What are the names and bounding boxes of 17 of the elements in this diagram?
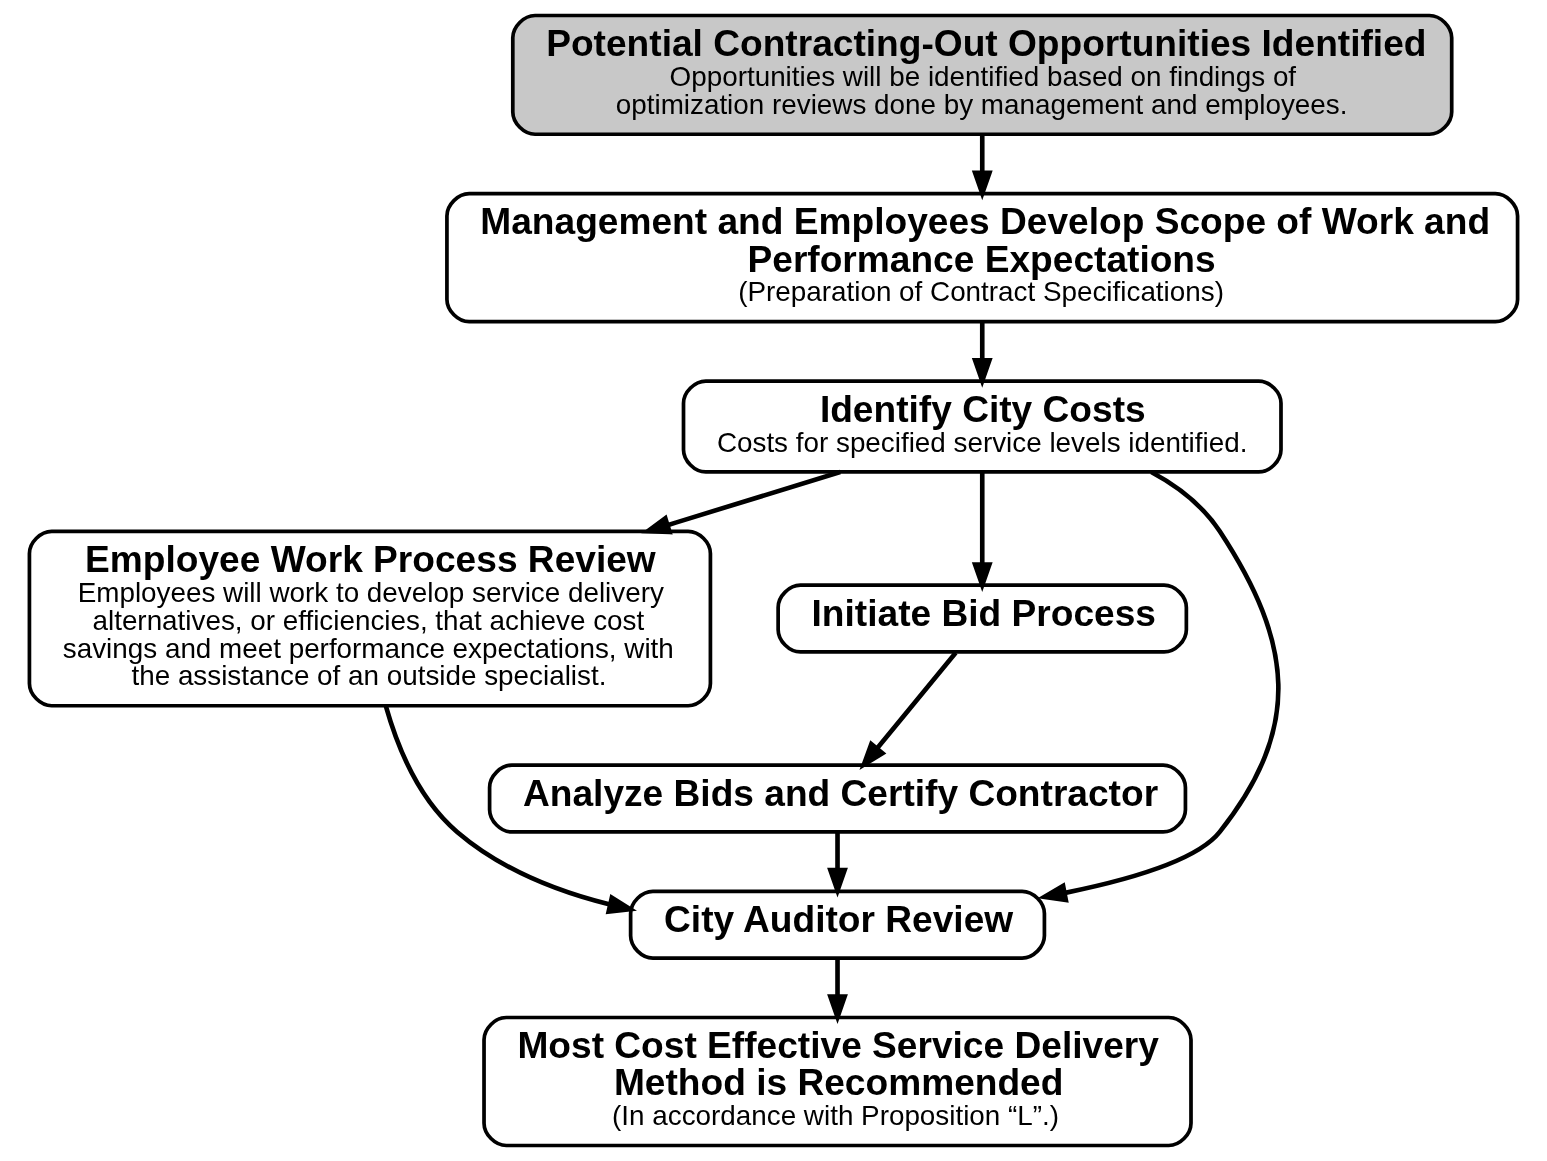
node-box: City Auditor Review <box>628 889 1047 960</box>
node-box: Initiate Bid Process <box>776 583 1189 654</box>
arrow <box>1037 470 1281 903</box>
node-box: Identify City Costs Costs for specified service levels identified. <box>681 379 1283 474</box>
node-box: Employee Work Process Review Employees will work to develop service delivery alternatives, or efficiencies, that achieve cost savings and meet performance expectations, with the assistance of an outside specialist. <box>27 529 713 708</box>
node-box: Management and Employees Develop Scope of Work and Performance Expectations (Preparation of Contract Specifications) <box>445 191 1520 324</box>
node-box: Potential Contracting-Out Opportunities Identified Opportunities will be identified based on findings of optimization reviews done by management and employees. <box>510 13 1454 137</box>
arrow <box>971 472 993 593</box>
node-box: Most Cost Effective Service Delivery Method is Recommended (In accordance with Proposition “L”.) <box>482 1015 1193 1148</box>
arrow <box>827 958 848 1025</box>
arrow <box>971 134 993 201</box>
arrow <box>827 832 848 898</box>
node-box: Analyze Bids and Certify Contractor <box>487 763 1188 834</box>
arrow <box>641 469 841 535</box>
arrow <box>859 651 958 770</box>
arrow <box>971 321 993 388</box>
arrow <box>383 705 637 915</box>
